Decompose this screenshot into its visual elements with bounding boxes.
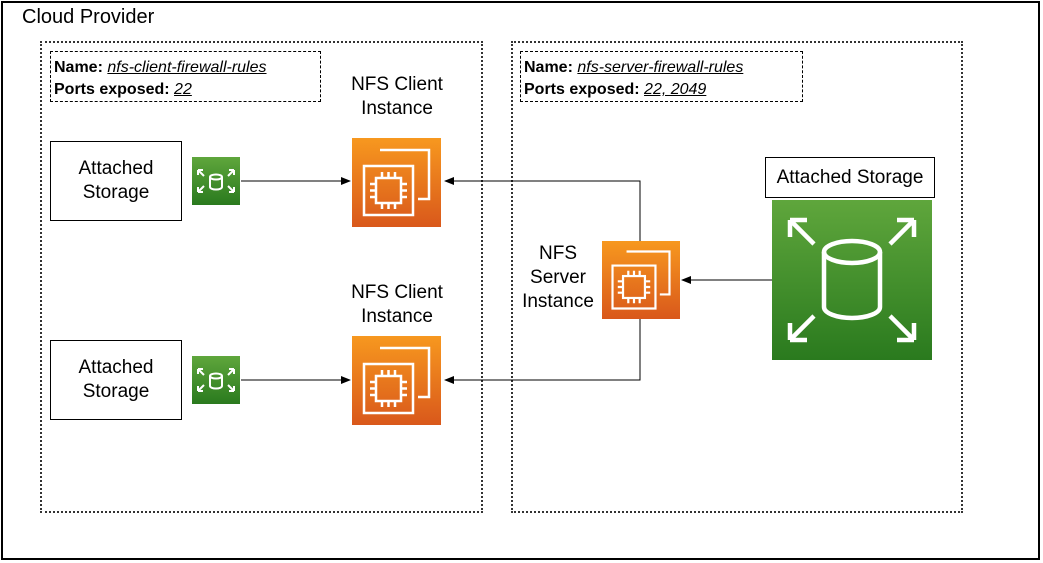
client-bottom-caption-line2: Instance xyxy=(361,306,433,327)
ec2-instance-icon xyxy=(602,241,680,319)
nfs-client-bottom-caption: NFS Client Instance xyxy=(340,281,454,329)
server-name-value: nfs-server-firewall-rules xyxy=(577,59,744,76)
server-firewall-label: Name: nfs-server-firewall-rules Ports ex… xyxy=(520,51,803,102)
client-top-caption-line1: NFS Client xyxy=(351,74,443,95)
storage-bottom-line2: Storage xyxy=(82,381,150,402)
ec2-instance-icon xyxy=(352,138,441,227)
server-name-key: Name: xyxy=(524,59,573,76)
ec2-instance-icon xyxy=(352,336,441,425)
nfs-server-caption: NFS Server Instance xyxy=(515,242,601,314)
server-ports-key: Ports exposed: xyxy=(524,81,640,98)
server-zone xyxy=(511,41,963,513)
client-top-caption-line2: Instance xyxy=(361,98,433,119)
storage-bottom-line1: Attached xyxy=(78,357,154,378)
client-name-value: nfs-client-firewall-rules xyxy=(107,59,267,76)
server-to-client-top-arrow xyxy=(444,177,641,241)
block-storage-icon xyxy=(192,356,240,404)
client-firewall-label: Name: nfs-client-firewall-rules Ports ex… xyxy=(50,51,321,102)
server-attached-storage-label: Attached Storage xyxy=(765,157,935,198)
server-caption-line1: NFS xyxy=(539,243,577,264)
client-name-key: Name: xyxy=(54,59,103,76)
cloud-provider-title: Cloud Provider xyxy=(22,6,155,28)
client-ports-key: Ports exposed: xyxy=(54,81,170,98)
client-zone xyxy=(40,41,483,513)
nfs-client-top-caption: NFS Client Instance xyxy=(340,73,454,121)
client-ports-value: 22 xyxy=(174,81,192,98)
client-bottom-caption-line1: NFS Client xyxy=(351,282,443,303)
server-caption-line3: Instance xyxy=(522,291,594,312)
block-storage-icon xyxy=(192,157,240,205)
server-ports-value: 22, 2049 xyxy=(644,81,707,98)
storage-top-line2: Storage xyxy=(82,182,150,203)
server-caption-line2: Server xyxy=(530,267,586,288)
storage-top-line1: Attached xyxy=(78,158,154,179)
server-storage-label-text: Attached Storage xyxy=(776,166,924,188)
block-storage-icon xyxy=(772,200,932,360)
server-to-client-bottom-arrow xyxy=(444,319,641,384)
